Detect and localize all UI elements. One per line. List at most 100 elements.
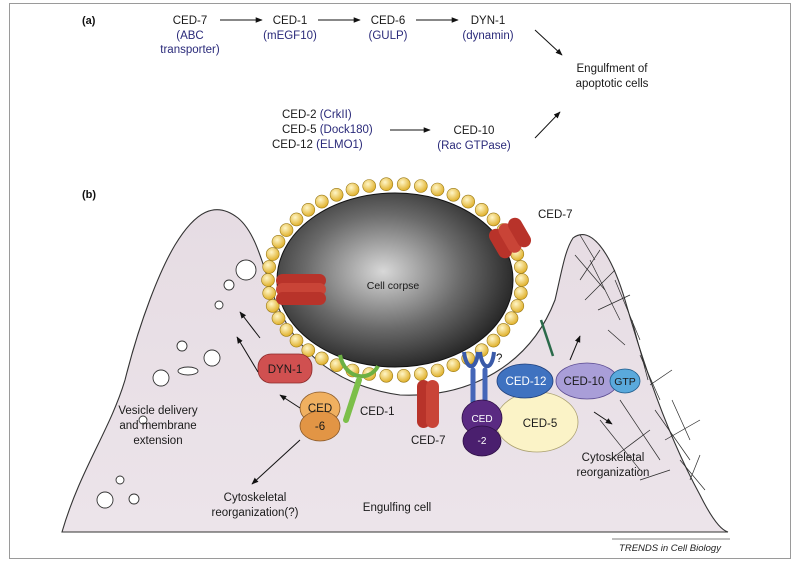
membrane-bead <box>461 194 476 209</box>
membrane-bead <box>474 203 489 217</box>
ced7-desc-a1: (ABC <box>176 30 203 42</box>
arrow-ced10-up <box>569 335 581 361</box>
engulf-line1: Engulfment of <box>577 63 649 75</box>
membrane-bead <box>265 247 280 261</box>
ced2-receptor <box>462 351 496 405</box>
cytoskeleton-filaments <box>574 234 706 491</box>
membrane-bead <box>279 223 294 237</box>
membrane-bead <box>314 351 329 366</box>
membrane-bead <box>329 188 344 202</box>
membrane-bead <box>265 299 280 313</box>
ced12-protein <box>496 363 554 399</box>
membrane-bead <box>396 368 411 383</box>
ced2-label-b2: -2 <box>478 436 487 447</box>
membrane-bead <box>396 177 411 191</box>
dyn1-protein <box>257 353 313 384</box>
question-mark: ? <box>496 353 502 365</box>
membrane-bead <box>413 367 428 381</box>
ced6-label-b1: CED <box>308 403 332 415</box>
vesicle-label-1: Vesicle delivery <box>118 405 198 417</box>
membrane-bead <box>486 212 501 227</box>
arrow-ced6-cyto <box>251 439 301 485</box>
corpse-surface-beads <box>261 177 529 383</box>
cyto-left-label-1: Cytoskeletal <box>224 492 287 504</box>
arrow-dyn1-engulf <box>534 29 563 56</box>
dyn1-label-a: DYN-1 <box>471 15 506 27</box>
membrane-bead <box>515 273 529 287</box>
membrane-bead <box>289 212 304 227</box>
ced10-label-a: CED-10 <box>454 125 495 137</box>
ced7-bottom-label: CED-7 <box>411 435 446 447</box>
ced1-receptor <box>343 377 362 423</box>
membrane-bead <box>430 182 445 197</box>
ced5-label-b: CED-5 <box>523 418 558 430</box>
engulf-line2: apoptotic cells <box>576 78 649 90</box>
membrane-bead <box>413 179 428 193</box>
ced1-desc-a: (mEGF10) <box>263 30 317 42</box>
membrane-bead <box>261 273 275 287</box>
engulfing-cell-label: Engulfing cell <box>363 502 431 514</box>
ced1-label-b: CED-1 <box>360 406 395 418</box>
ced1-ligand-domain <box>338 354 380 379</box>
membrane-bead <box>314 194 329 209</box>
vesicles <box>96 259 257 509</box>
arrow-ced10-down <box>593 411 613 425</box>
membrane-bead <box>513 260 528 274</box>
gtp-label: GTP <box>614 376 636 388</box>
membrane-bead <box>504 311 519 326</box>
ced7-desc-a2: transporter) <box>160 44 220 56</box>
ced10-label-b: CED-10 <box>564 376 605 388</box>
ced5-label-a: CED-5 (Dock180) <box>282 124 373 136</box>
cyto-left-label-2: reorganization(?) <box>212 507 299 519</box>
panel-b-label: (b) <box>82 189 96 201</box>
membrane-bead <box>301 203 316 217</box>
dyn1-desc-a: (dynamin) <box>462 30 513 42</box>
arrow-ced10-engulf <box>534 111 561 139</box>
membrane-bead <box>510 299 525 313</box>
ced10-desc-a: (Rac GTPase) <box>437 140 511 152</box>
ced6-lower-lobe <box>299 410 341 442</box>
ced2-label-a: CED-2 (CrkII) <box>282 109 352 121</box>
membrane-bead <box>271 311 286 326</box>
membrane-anchor <box>539 319 555 357</box>
ced7-left-protein <box>276 274 326 305</box>
vesicle-label-3: extension <box>133 435 182 447</box>
arrow-ced6-dyn1 <box>279 394 301 409</box>
membrane-bead <box>279 323 294 337</box>
membrane-bead <box>271 235 286 249</box>
membrane-bead <box>289 333 304 348</box>
ced6-label-a: CED-6 <box>371 15 406 27</box>
cell-corpse-label: Cell corpse <box>367 280 420 292</box>
arrow-dyn1 <box>236 336 259 373</box>
ced12-label-a: CED-12 (ELMO1) <box>272 139 363 151</box>
membrane-bead <box>262 286 277 300</box>
cyto-right-label-1: Cytoskeletal <box>582 452 645 464</box>
ced12-label-b: CED-12 <box>506 376 547 388</box>
membrane-bead <box>430 363 445 378</box>
membrane-bead <box>496 323 511 337</box>
gtp-badge <box>609 368 641 394</box>
journal-footer: TRENDS in Cell Biology <box>619 543 722 554</box>
ced2-lower-lobe <box>462 425 502 457</box>
membrane-bead <box>446 358 461 373</box>
panel-a-label: (a) <box>82 15 96 27</box>
membrane-bead <box>379 368 394 383</box>
cyto-right-label-2: reorganization <box>577 467 650 479</box>
ced6-label-b2: -6 <box>315 421 325 433</box>
vesicle-label-2: and membrane <box>119 420 196 432</box>
membrane-bead <box>345 182 360 197</box>
membrane-bead <box>362 179 377 193</box>
membrane-bead <box>446 188 461 202</box>
ced7-label-a: CED-7 <box>173 15 208 27</box>
ced7-top-label: CED-7 <box>538 209 573 221</box>
ced1-label-a: CED-1 <box>273 15 308 27</box>
membrane-bead <box>379 177 394 191</box>
ced2-label-b1: CED <box>471 414 492 425</box>
ced7-top-protein <box>488 217 532 259</box>
membrane-bead <box>513 286 528 300</box>
ced6-desc-a: (GULP) <box>369 30 408 42</box>
ced7-bottom-protein <box>417 380 439 428</box>
arrow-to-vesicles <box>239 311 261 339</box>
dyn1-label-b: DYN-1 <box>268 364 303 376</box>
